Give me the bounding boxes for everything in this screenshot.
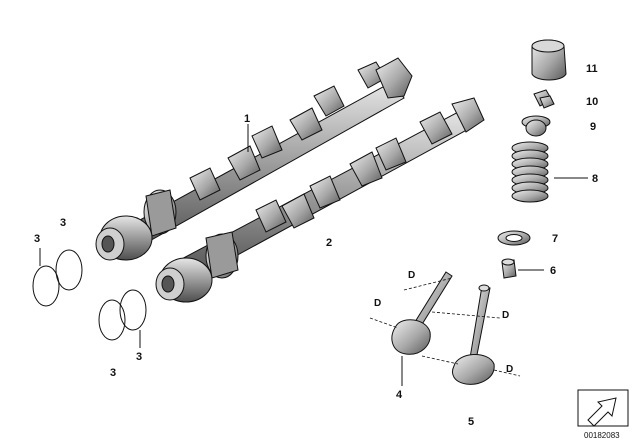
callout-11: 11 [586,63,598,75]
sealing-rings-upper [32,249,83,307]
arrow-icon [587,397,617,427]
callout-3-lower-right: 3 [136,351,142,363]
valve-cotters [533,89,555,109]
spring-seat [497,230,531,246]
camshaft-exhaust [155,97,485,303]
valve-stem-seal [501,258,517,279]
leader-lines [39,124,588,386]
callout-9: 9 [590,121,596,133]
callout-1: 1 [244,113,250,125]
dimension-label-d-top: D [408,270,415,281]
callout-3-upper-right: 3 [60,217,66,229]
callout-3-lower-left: 3 [110,367,116,379]
callout-4: 4 [396,389,403,401]
dimension-label-d-right-lower: D [506,364,513,375]
valve-spring [511,141,549,203]
sealing-rings-lower [98,289,147,341]
hydraulic-tappet [531,39,567,81]
callout-10: 10 [586,96,598,108]
diagram-code: 00182083 [584,431,620,440]
callout-7: 7 [552,233,558,245]
callout-5: 5 [468,416,474,428]
callout-8: 8 [592,173,598,185]
callout-6: 6 [550,265,556,277]
diagram-code-box [577,389,629,427]
dimension-lines [369,277,521,377]
dimension-label-d-right-upper: D [502,310,509,321]
spring-retainer [521,115,551,137]
exhaust-valve [452,284,495,385]
dimension-label-d-left: D [374,298,381,309]
callout-3-upper-left: 3 [34,233,40,245]
intake-valve [391,271,453,355]
camshaft-intake [95,57,413,261]
callout-2: 2 [326,237,332,249]
